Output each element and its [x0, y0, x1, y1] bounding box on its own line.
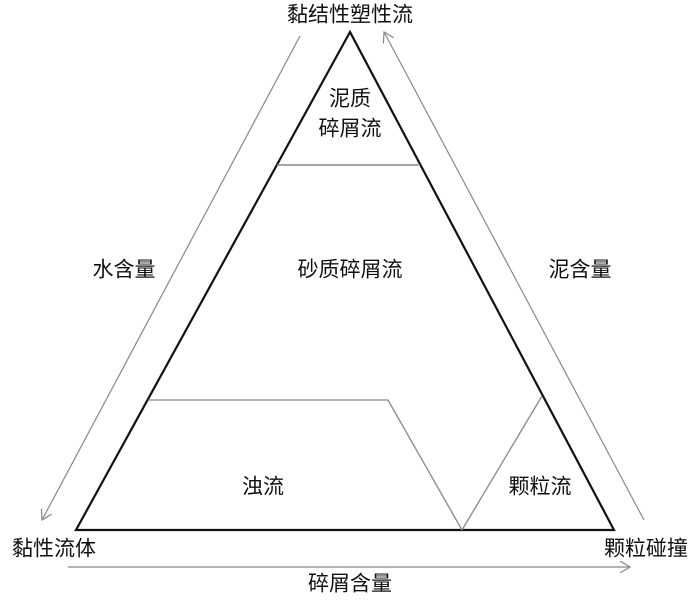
axis-mud-content-label: 泥含量: [548, 257, 612, 282]
region-sandy-debris-flow: 砂质碎屑流: [297, 257, 403, 282]
vertex-bottom-left-label: 黏性流体: [12, 536, 96, 561]
axis-debris-content-label: 碎屑含量: [308, 571, 392, 596]
water-content-arrow: [42, 35, 301, 520]
grain-flow-boundary: [461, 395, 543, 531]
region-mud-debris-flow-line1: 泥质: [329, 86, 371, 111]
turbidity-boundary: [148, 399, 463, 531]
region-mud-debris-flow-line2: 碎屑流: [318, 116, 382, 141]
mud-content-arrow: [384, 32, 645, 521]
vertex-top-label: 黏结性塑性流: [287, 2, 413, 27]
region-turbidity-current: 浊流: [242, 474, 284, 499]
main-triangle: [74, 29, 616, 532]
axis-water-content-label: 水含量: [92, 257, 156, 282]
region-grain-flow: 颗粒流: [508, 474, 572, 499]
vertex-bottom-right-label: 颗粒碰撞: [604, 536, 688, 561]
